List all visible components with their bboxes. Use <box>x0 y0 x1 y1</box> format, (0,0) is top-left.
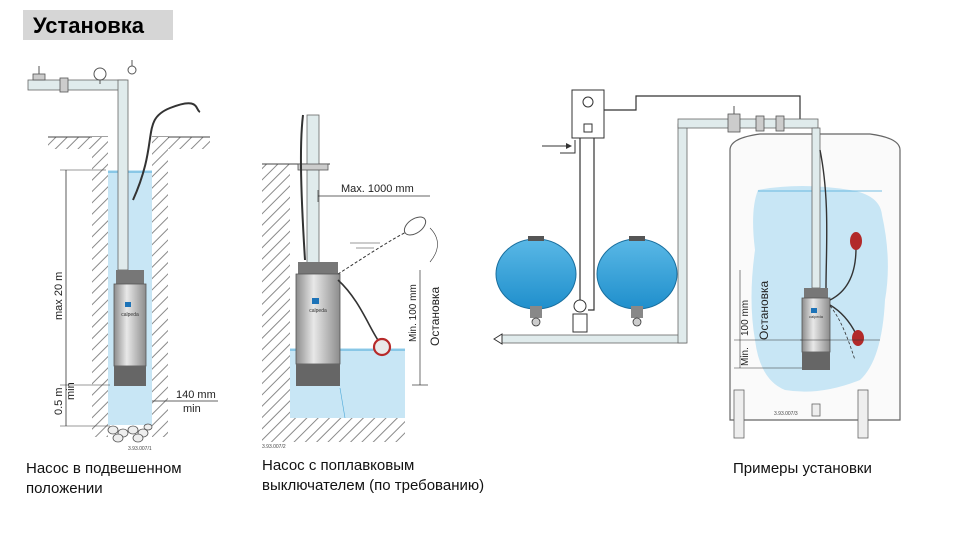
pressure-switch <box>572 313 588 333</box>
pump-brand-3: calpeda <box>809 314 824 319</box>
caption-fig1-line1: Насос в подвешенном <box>26 460 182 477</box>
caption-fig3-line1: Примеры установки <box>733 460 872 477</box>
figure-suspended-pump: calpeda max 20 m 0.5 m min 140 mm min 3.… <box>27 60 218 452</box>
well-wall-right <box>152 137 168 437</box>
clearance-label: 140 mm <box>176 389 216 401</box>
figure-code: 3.93.007/1 <box>128 446 152 452</box>
level-label: 100 mm <box>740 300 751 336</box>
pump-head-3 <box>804 288 828 298</box>
valve-icon <box>32 73 46 81</box>
figure-code-2: 3.93.007/2 <box>262 444 286 450</box>
pressure-gauge-icon-2 <box>573 299 587 313</box>
caption-fig2: Насос с поплавковым выключателем (по тре… <box>262 456 484 496</box>
title-bar <box>23 10 173 40</box>
stop-label: Остановка <box>428 286 442 346</box>
switch-dial-icon <box>582 96 594 108</box>
pump-body-3 <box>801 297 831 353</box>
stop-label-2: Остановка <box>757 280 771 340</box>
power-cable <box>132 102 201 201</box>
page-title: Установка <box>33 13 145 38</box>
caption-fig1: Насос в подвешенном положении <box>26 459 182 499</box>
pump-motor-base <box>114 366 146 386</box>
tank-floor <box>290 418 405 442</box>
clearance-label-2: min <box>183 403 201 415</box>
pump-brand: calpeda <box>121 312 139 318</box>
control-cable <box>604 95 801 120</box>
caption-fig1-line2: положении <box>26 480 103 497</box>
tank-leg-right <box>857 389 869 439</box>
pump-motor-base-3 <box>802 352 830 370</box>
tank-wall <box>262 164 290 442</box>
distribution-pipe <box>501 334 687 344</box>
caption-fig2-line1: Насос с поплавковым <box>262 457 415 474</box>
check-valve-icon <box>727 113 741 133</box>
hook-icon <box>127 65 137 75</box>
caption-fig3: Примеры установки <box>733 459 872 479</box>
max-depth-label: max 20 m <box>53 272 65 320</box>
gravel-bottom <box>107 423 153 443</box>
calpeda-logo-icon-2 <box>312 298 319 304</box>
figure-float-switch: calpeda Max. 1000 mm Min. 100 mm Останов… <box>262 114 442 450</box>
pump-brand-2: calpeda <box>309 308 327 314</box>
well-wall-left <box>92 137 108 437</box>
drop-pipe <box>811 127 821 289</box>
min-level-label: Min. 100 mm <box>408 284 419 342</box>
riser-pipe <box>117 79 129 271</box>
outlet-arrow-icon <box>493 333 503 345</box>
min-submergence-label-2: min <box>65 382 77 400</box>
pump-body-2 <box>295 273 341 365</box>
power-input-arrow-icon <box>566 143 572 149</box>
outlet-pipe <box>27 79 127 91</box>
float-cable-high <box>337 229 411 275</box>
min-label: Min. <box>740 347 751 366</box>
figure-code-3: 3.93.007/3 <box>774 411 798 417</box>
pump-motor-base-2 <box>296 364 340 386</box>
float-switch-low-icon-2 <box>852 330 864 346</box>
calpeda-logo-icon <box>125 302 131 307</box>
power-cable-2 <box>299 114 306 261</box>
valve-icon-1 <box>531 317 541 327</box>
float-switch-low-icon <box>372 337 392 357</box>
min-submergence-label: 0.5 m <box>53 387 65 415</box>
pump-head-2 <box>298 262 338 274</box>
calpeda-logo-icon-3 <box>811 308 817 313</box>
pressure-gauge-icon <box>93 67 107 81</box>
pressure-tank-1 <box>495 238 577 310</box>
pump-head <box>116 270 144 284</box>
pump-body <box>113 283 147 367</box>
tank-leg-left <box>733 389 745 439</box>
max-cable-label: Max. 1000 mm <box>341 183 414 195</box>
main-riser-pipe <box>677 123 688 344</box>
float-cable-low <box>337 279 381 344</box>
pressure-tank-2 <box>596 238 678 310</box>
riser-pipe-2 <box>306 114 320 264</box>
power-cable-3 <box>819 149 828 289</box>
figure-installation-examples: calpeda 100 mm Min. Остановка 3.93.007/3 <box>493 89 901 439</box>
top-pipe <box>677 118 819 129</box>
caption-fig2-line2: выключателем (по требованию) <box>262 477 485 494</box>
float-switch-high-icon-2 <box>850 232 862 250</box>
valve-icon-2 <box>632 317 642 327</box>
float-switch-high-icon <box>403 216 427 236</box>
